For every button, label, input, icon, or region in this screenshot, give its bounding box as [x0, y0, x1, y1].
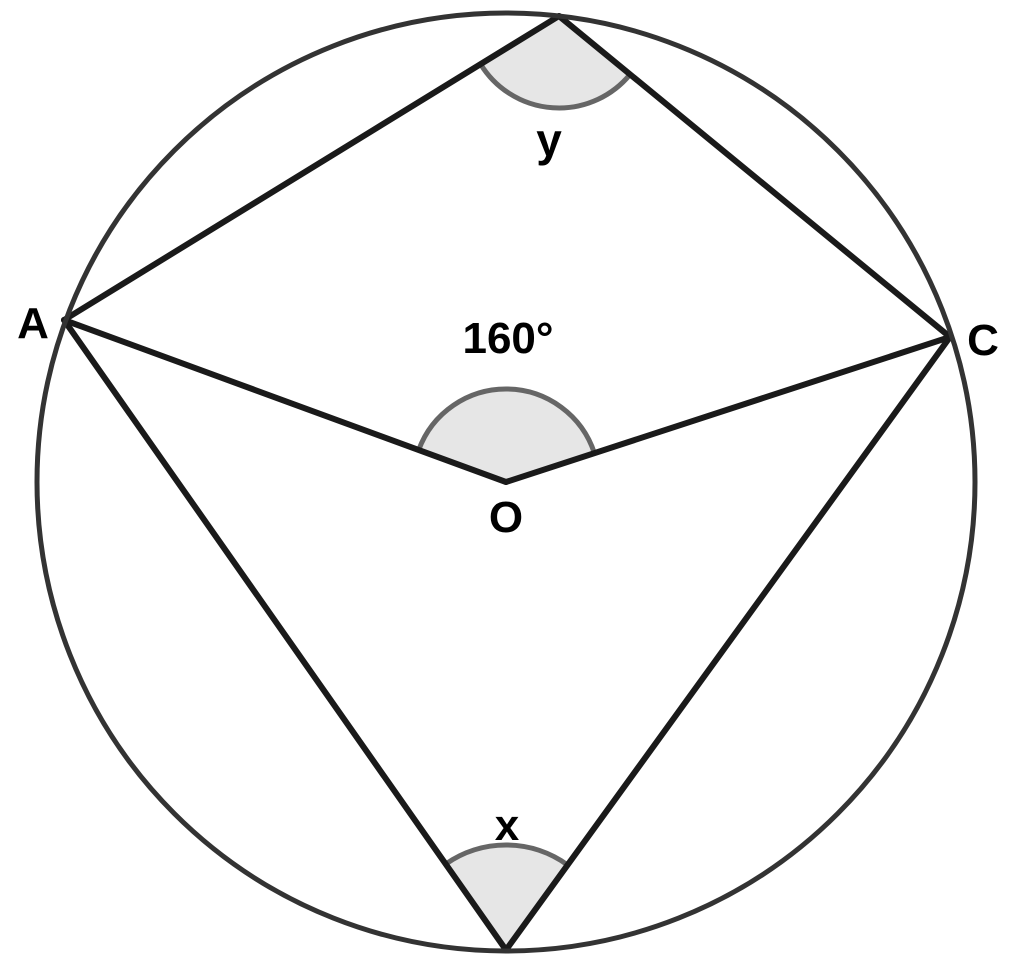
angle-markers: [416, 16, 633, 950]
angle-y-marker-arc: [478, 62, 633, 111]
segment-bc: [556, 13, 953, 340]
angle-label-160: 160°: [462, 314, 554, 363]
segment-oc: [503, 334, 953, 485]
point-label-a: A: [17, 299, 49, 348]
segment-ab: [61, 13, 562, 323]
angle-y-marker-fill: [480, 16, 631, 109]
circle: [34, 10, 978, 954]
angle-160-marker-fill: [418, 388, 595, 482]
point-label-c: C: [967, 316, 999, 365]
angle-x-marker-fill: [445, 845, 568, 950]
angle-160-marker-arc: [416, 386, 597, 454]
segment-dc: [503, 334, 953, 953]
segments: [61, 13, 953, 953]
point-label-o-center: O: [488, 493, 524, 542]
segment-ao: [61, 317, 509, 485]
angle-label-x: x: [494, 801, 520, 850]
angle-x-marker-arc: [444, 842, 570, 867]
segment-ad: [61, 317, 509, 953]
angle-label-y: y: [536, 114, 562, 166]
